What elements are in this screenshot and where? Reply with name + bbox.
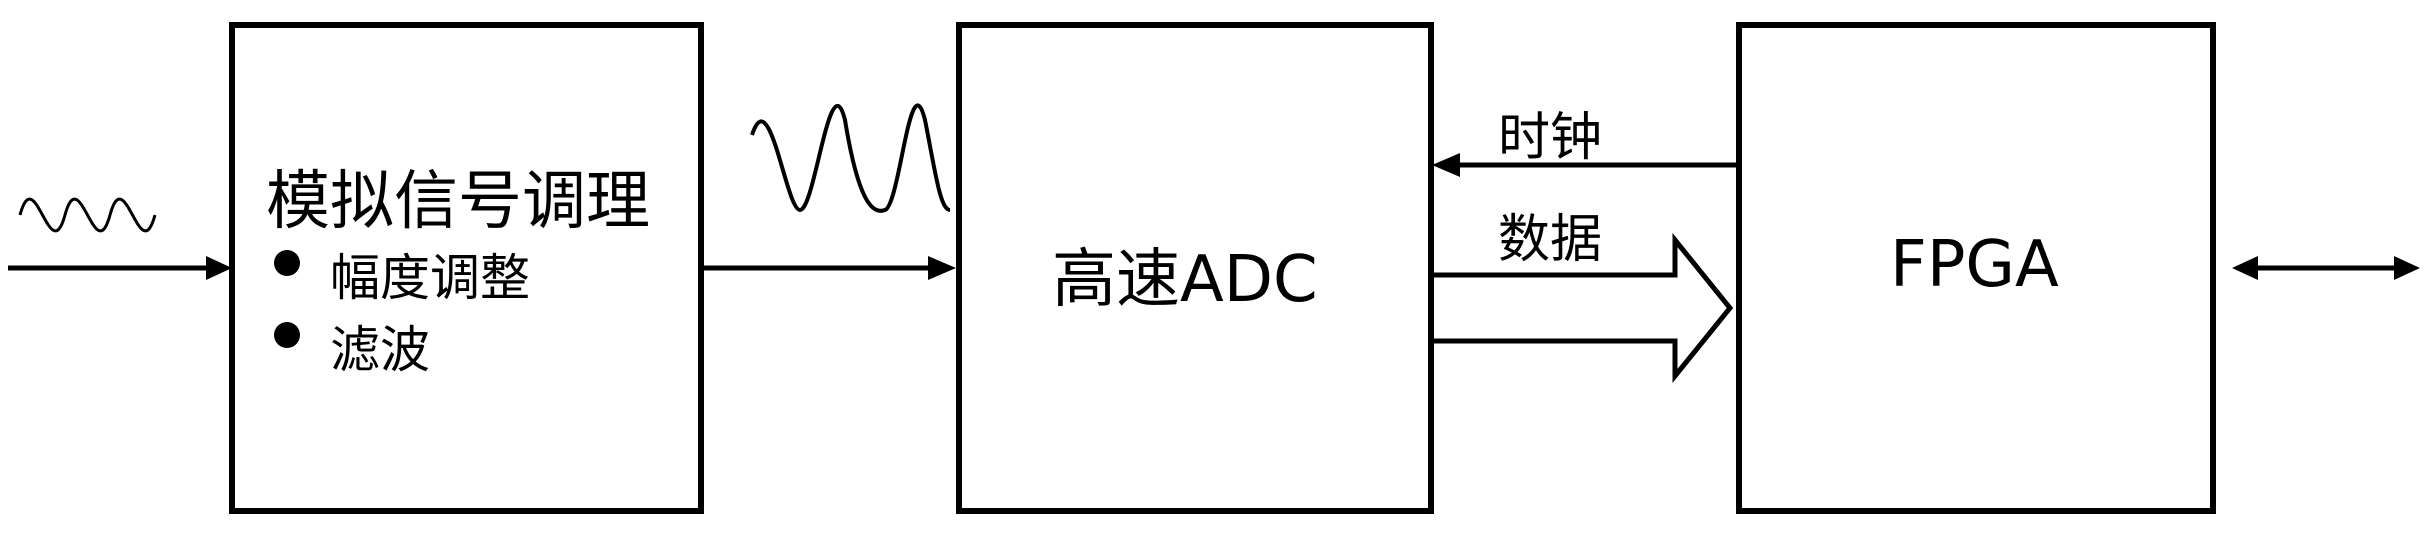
fpga-title: FPGA: [1890, 228, 2059, 302]
conditioning-title: 模拟信号调理: [266, 165, 650, 239]
bullet-dot: [274, 322, 300, 348]
conditioned-signal-wave: [750, 103, 951, 213]
conditioning-block: [229, 22, 704, 514]
fpga-block: [1736, 22, 2216, 514]
clock-label: 时钟: [1498, 108, 1603, 168]
bullet-amplitude: 幅度调整: [330, 249, 530, 307]
bullet-filter: 滤波: [330, 321, 430, 379]
data-label: 数据: [1498, 210, 1603, 270]
bullet-dot: [274, 250, 300, 276]
adc-block: [956, 22, 1434, 514]
input-signal-wave: [18, 197, 157, 233]
data-arrow: [1430, 232, 1734, 384]
adc-title: 高速ADC: [1052, 243, 1318, 317]
